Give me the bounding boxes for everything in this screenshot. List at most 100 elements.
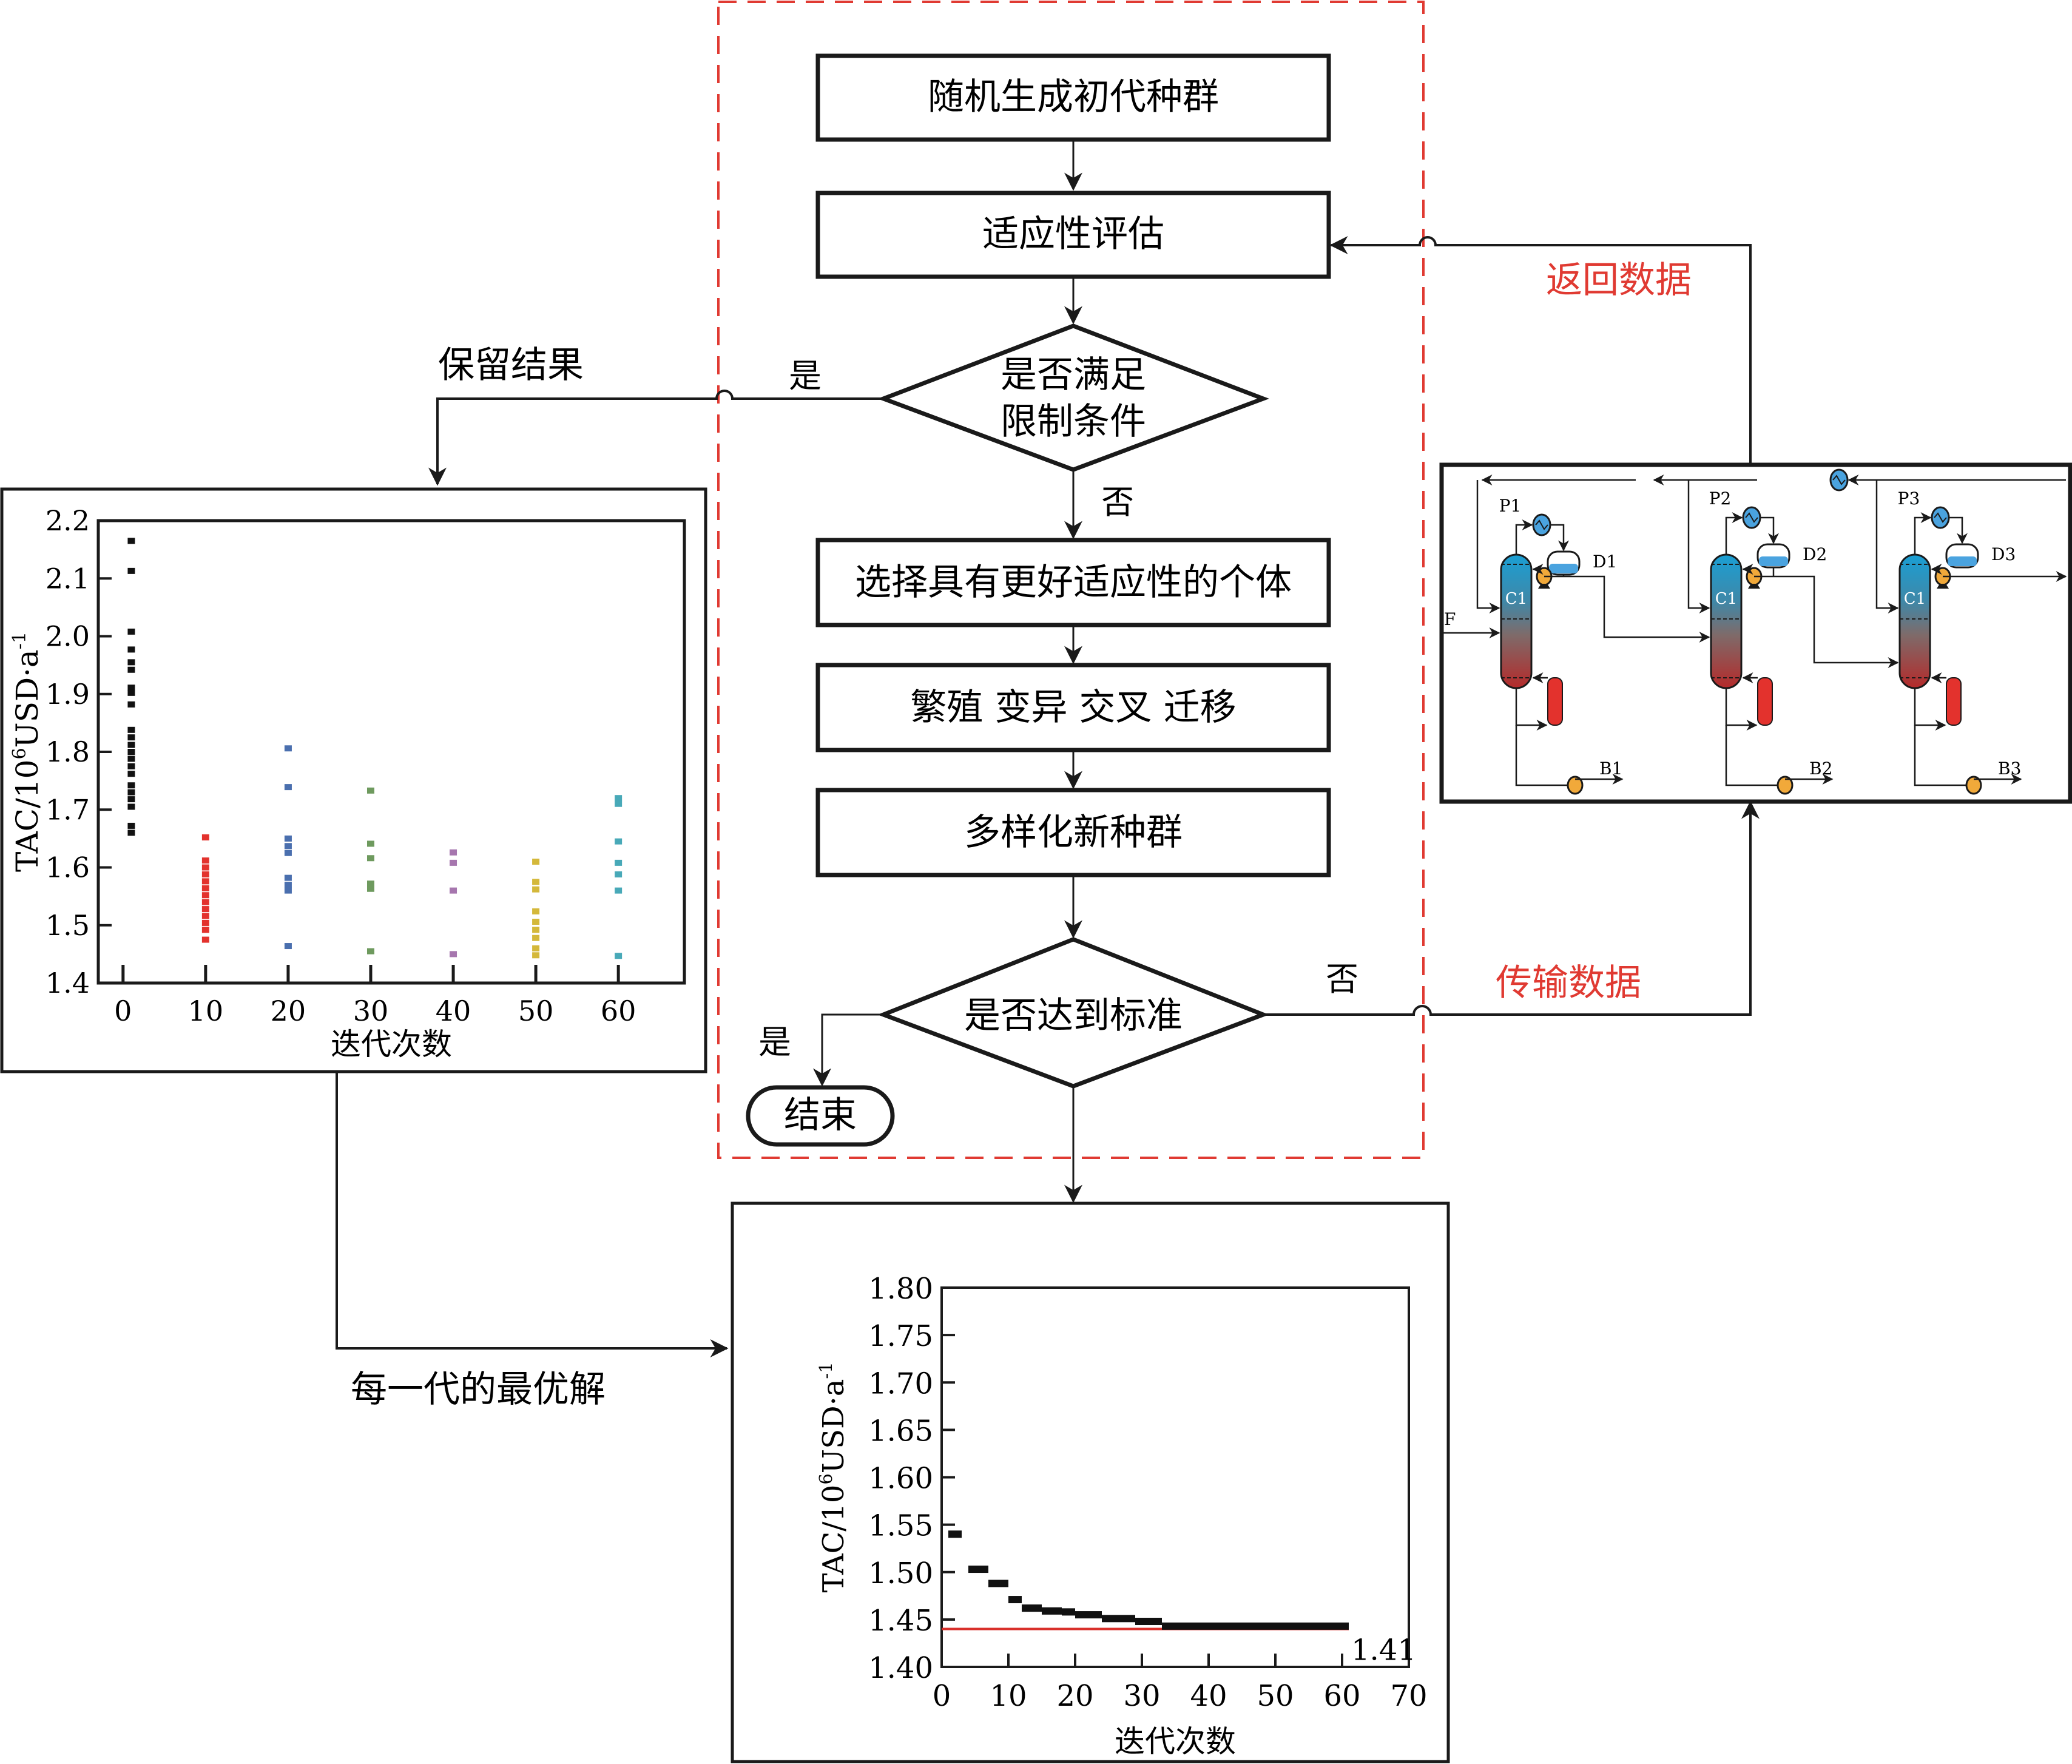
y-tick-label: 1.75 [868, 1319, 933, 1353]
decision-constraint: 是否满足 限制条件 [877, 323, 1269, 472]
data-point-gen-50 [532, 927, 540, 933]
data-point-gen-10 [201, 913, 209, 919]
y-tick-label: 1.7 [46, 793, 90, 826]
data-point-gen-0 [127, 659, 135, 666]
data-point-gen-10 [201, 871, 209, 877]
data-point-gen-40 [450, 849, 457, 856]
data-point-gen-30 [366, 840, 374, 847]
column-label: C1 [1715, 590, 1737, 608]
best-tac-step [1135, 1618, 1162, 1625]
bottoms-line [1725, 725, 1778, 786]
distillate-to-next-column [1754, 567, 1899, 668]
data-point-gen-10 [201, 936, 209, 943]
data-point-gen-30 [366, 787, 374, 794]
x-tick-label: 60 [601, 995, 636, 1027]
y-tick-label: 1.4 [46, 967, 90, 999]
data-point-gen-20 [284, 887, 292, 894]
distillate-to-next-column [1544, 575, 1710, 643]
y-tick-label: 1.6 [46, 851, 90, 884]
bottoms-label: B2 [1809, 759, 1832, 779]
data-point-gen-10 [201, 878, 209, 885]
recycle-branch-3 [1875, 480, 1899, 613]
reflux-drum-liquid [1549, 564, 1578, 573]
data-point-gen-0 [127, 701, 135, 708]
data-point-gen-0 [127, 763, 135, 769]
step-operators-label: 繁殖 变异 交叉 迁移 [910, 686, 1236, 729]
constraint-no-label: 否 [1101, 483, 1134, 521]
recycle-branch-1 [1476, 480, 1500, 613]
terminal-end: 结束 [746, 1085, 895, 1147]
arrow-return-data [1329, 236, 1752, 464]
step-newpop-label: 多样化新种群 [964, 811, 1183, 854]
data-point-gen-0 [127, 666, 135, 673]
data-point-gen-20 [284, 835, 292, 842]
bottoms-line [1515, 725, 1568, 786]
best-tac-step [1102, 1615, 1135, 1623]
x-axis-label: 迭代次数 [1115, 1724, 1236, 1759]
step-init-label: 随机生成初代种群 [928, 76, 1219, 118]
decision-criterion: 是否达到标准 [877, 937, 1269, 1089]
best-per-generation-label: 每一代的最优解 [351, 1368, 606, 1411]
best-tac-step [948, 1530, 962, 1538]
arrow-constraint-yes-keep [428, 390, 883, 486]
distillation-column-1 [1500, 553, 1533, 689]
data-point-gen-20 [284, 850, 292, 856]
bottoms-pump-icon [1777, 776, 1794, 795]
pump-base [1748, 584, 1760, 589]
data-point-gen-10 [201, 885, 209, 891]
data-point-gen-60 [615, 800, 623, 807]
data-point-gen-0 [127, 796, 135, 803]
condenser-icon-coil [1745, 512, 1758, 523]
x-tick-label: 70 [1390, 1679, 1427, 1713]
x-tick-label: 0 [933, 1679, 951, 1713]
data-point-gen-10 [201, 919, 209, 926]
data-point-gen-50 [532, 952, 540, 959]
terminal-end-label: 结束 [784, 1094, 857, 1137]
data-point-gen-30 [366, 855, 374, 862]
data-point-gen-0 [127, 742, 135, 748]
reboiler-icon [1757, 677, 1773, 726]
condenser-to-drum [1550, 524, 1569, 552]
pump-base [1937, 584, 1949, 589]
data-point-gen-20 [284, 874, 292, 881]
arrow-best-per-generation [336, 1072, 729, 1357]
arrow-criterion-yes [813, 1013, 883, 1087]
criterion-yes-label: 是 [758, 1023, 791, 1061]
best-tac-step [1042, 1607, 1062, 1615]
x-tick-label: 50 [1257, 1679, 1294, 1713]
step-operators: 繁殖 变异 交叉 迁移 [815, 663, 1331, 752]
overhead-line [1914, 512, 1932, 555]
data-point-gen-50 [532, 945, 540, 951]
constraint-yes-label: 是 [789, 357, 822, 395]
condenser-icon-coil [1934, 512, 1947, 523]
transfer-data-label: 传输数据 [1496, 962, 1641, 1004]
final-value-annotation: 1.41 [1351, 1633, 1416, 1667]
x-tick-label: 0 [114, 995, 132, 1027]
decision-constraint-line2: 限制条件 [1001, 400, 1146, 443]
data-point-gen-60 [615, 838, 623, 845]
data-point-gen-0 [127, 567, 135, 574]
distillation-column-2 [1710, 553, 1743, 689]
distillate-label: D2 [1803, 544, 1827, 564]
recycle-branch-2 [1687, 480, 1710, 613]
data-point-gen-10 [201, 899, 209, 905]
data-point-gen-30 [366, 880, 374, 887]
y-tick-label: 1.80 [868, 1272, 933, 1306]
arrow-criterion-no-transfer [1263, 800, 1760, 1016]
condenser-icon-coil [1535, 519, 1548, 530]
y-tick-label: 1.55 [868, 1509, 933, 1543]
keep-results-label: 保留结果 [438, 344, 584, 387]
step-fitness-label: 适应性评估 [982, 213, 1164, 255]
best-tac-step [988, 1580, 1008, 1587]
data-point-gen-0 [127, 684, 135, 691]
data-point-gen-60 [615, 953, 623, 959]
data-point-gen-10 [201, 906, 209, 913]
data-point-gen-20 [284, 784, 292, 791]
best-tac-step [1162, 1622, 1349, 1630]
x-tick-label: 30 [1123, 1679, 1160, 1713]
x-tick-label: 20 [1056, 1679, 1093, 1713]
x-tick-label: 40 [436, 995, 471, 1027]
